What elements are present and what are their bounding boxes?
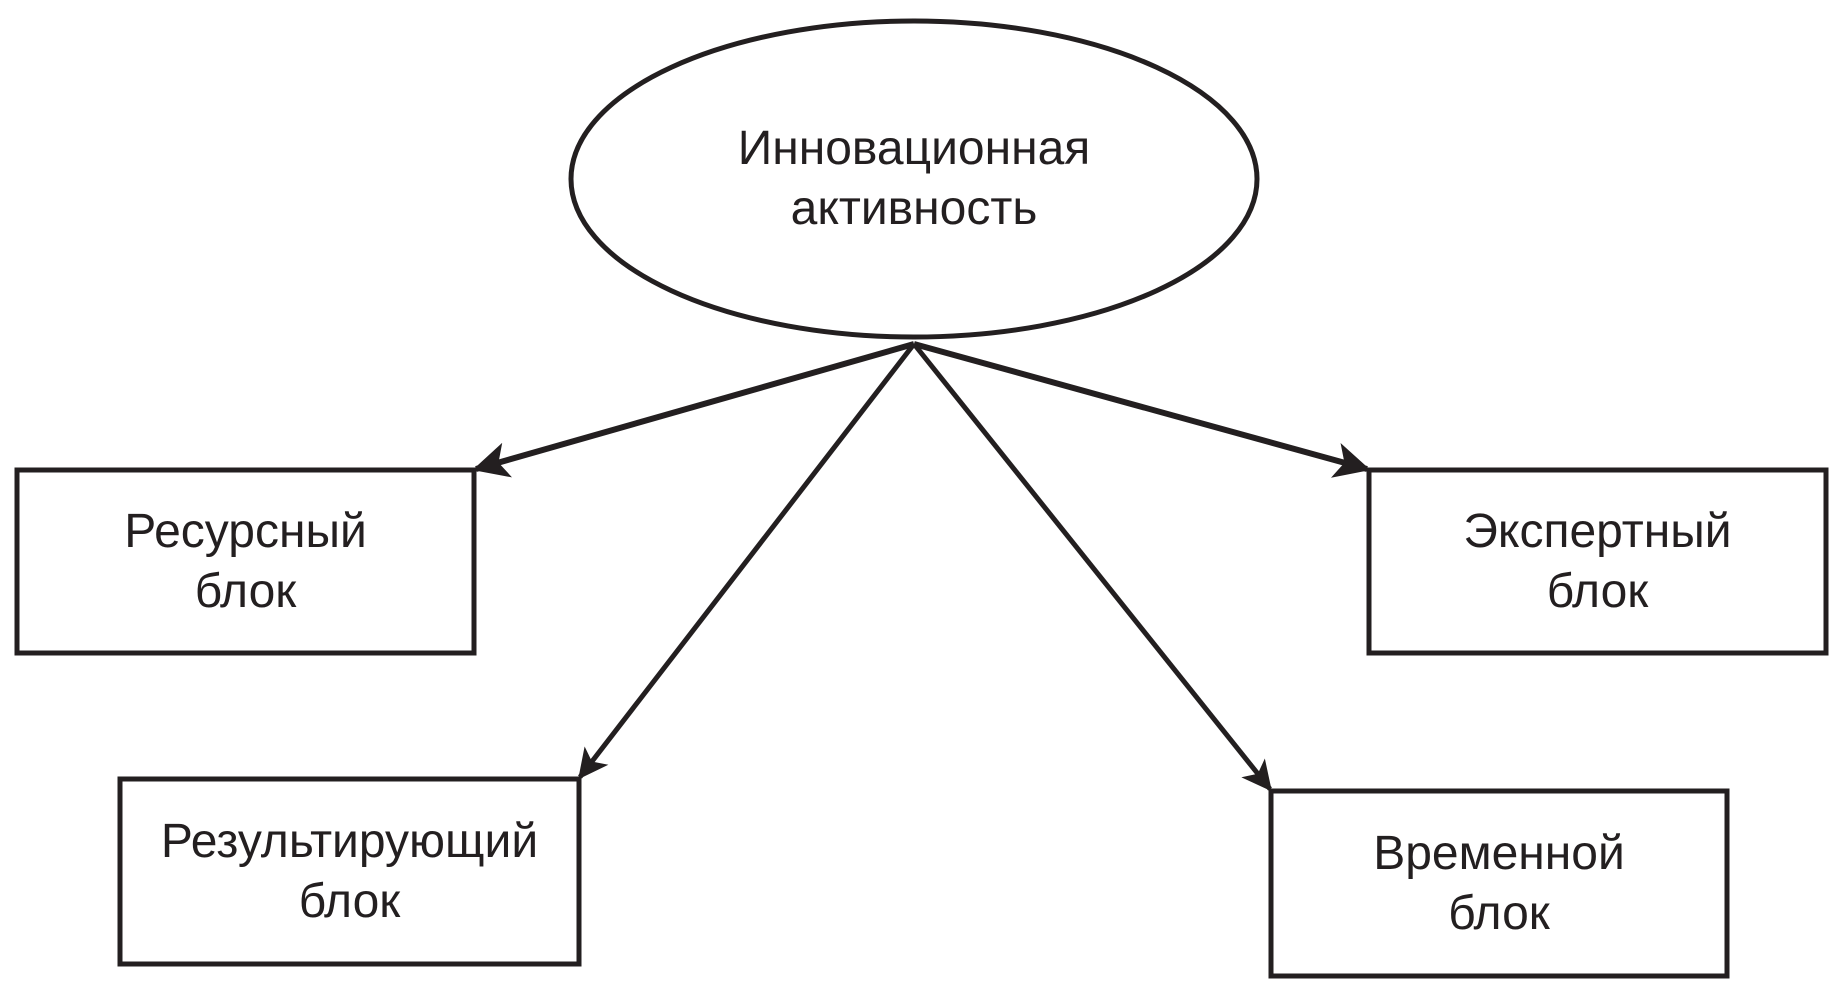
- result-block-box: [117, 776, 582, 967]
- time-block: Временной блок: [1271, 791, 1727, 976]
- arrow-to-time: [912, 342, 1272, 792]
- arrow-to-resource: [472, 341, 915, 478]
- resource-block-box: [14, 467, 477, 656]
- resource-block: Ресурсный блок: [17, 470, 474, 653]
- time-block-box: [1268, 788, 1730, 979]
- result-block: Результирующий блок: [120, 779, 579, 964]
- result-block-line-2: блок: [298, 874, 401, 928]
- expert-block-line-2: блок: [1546, 564, 1649, 618]
- expert-block: Экспертный блок: [1369, 470, 1826, 653]
- expert-block-box: [1366, 467, 1829, 656]
- center-label: Инновационная активность: [614, 119, 1214, 239]
- expert-block-line-1: Экспертный: [1463, 504, 1732, 558]
- center-line-1: Инновационная: [737, 122, 1091, 175]
- time-block-line-2: блок: [1448, 886, 1550, 940]
- result-block-line-1: Результирующий: [160, 814, 539, 868]
- resource-block-line-1: Ресурсный: [124, 504, 367, 558]
- center-line-2: активность: [790, 182, 1038, 235]
- resource-block-line-2: блок: [194, 564, 297, 618]
- time-block-line-1: Временной: [1373, 826, 1625, 880]
- arrow-to-expert: [913, 341, 1371, 478]
- arrow-to-result: [578, 342, 916, 780]
- center-ellipse: [568, 18, 1260, 340]
